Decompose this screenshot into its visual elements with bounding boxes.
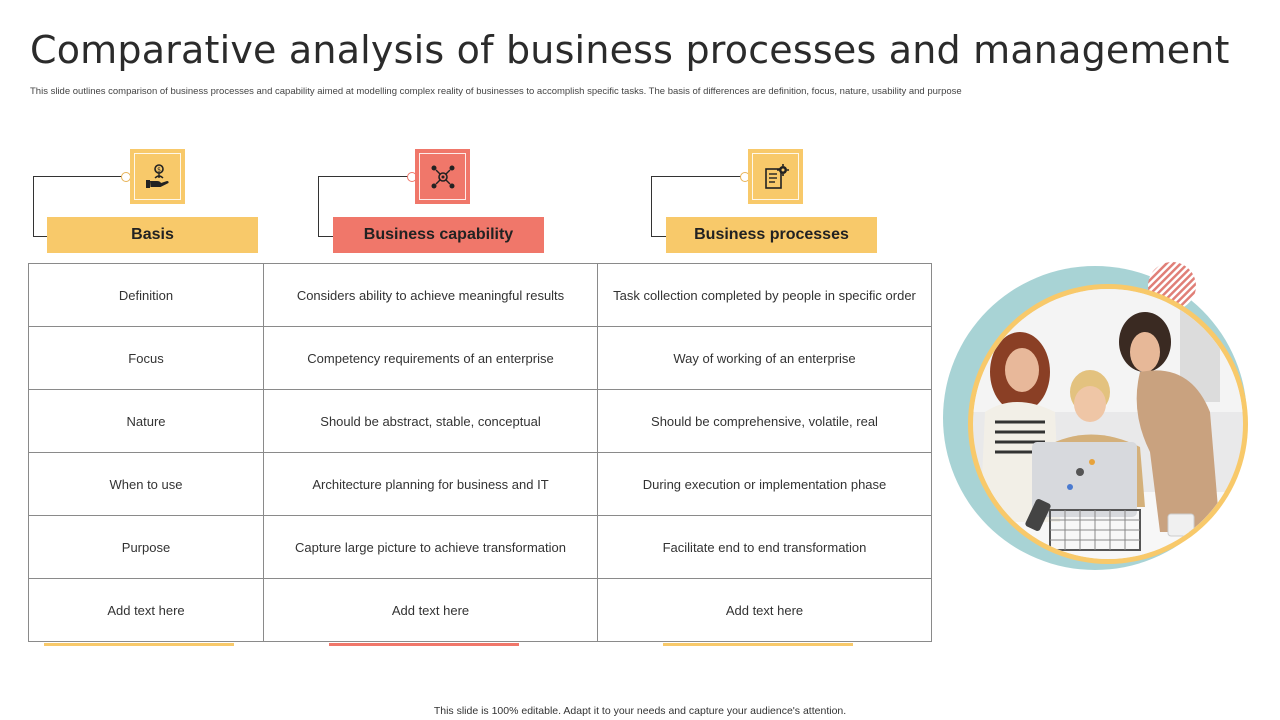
processes-cell: Add text here <box>597 578 932 642</box>
basis-icon-box: $ <box>130 149 185 204</box>
connector-line-capability <box>318 176 414 177</box>
connector-capability <box>318 176 333 237</box>
processes-cell: During execution or implementation phase <box>597 452 932 516</box>
capability-underline <box>329 643 519 646</box>
row-basis-cell: Nature <box>28 389 264 453</box>
processes-cell: Way of working of an enterprise <box>597 326 932 390</box>
basis-underline <box>44 643 234 646</box>
page-subtitle: This slide outlines comparison of busine… <box>30 86 962 97</box>
capability-cell: Add text here <box>263 578 598 642</box>
svg-text:$: $ <box>157 166 161 173</box>
processes-cell: Facilitate end to end transformation <box>597 515 932 579</box>
footer-note: This slide is 100% editable. Adapt it to… <box>433 705 847 717</box>
processes-cell: Task collection completed by people in s… <box>597 263 932 327</box>
connector-line-basis <box>33 176 129 177</box>
capability-cell: Capture large picture to achieve transfo… <box>263 515 598 579</box>
column-header-processes: Business processes <box>666 217 877 253</box>
team-photo <box>940 262 1250 572</box>
connector-line-processes <box>651 176 747 177</box>
capability-cell: Considers ability to achieve meaningful … <box>263 263 598 327</box>
processes-icon-box <box>748 149 803 204</box>
connector-processes <box>651 176 666 237</box>
column-header-capability: Business capability <box>333 217 544 253</box>
document-gear-icon <box>764 163 789 189</box>
row-basis-cell: Add text here <box>28 578 264 642</box>
processes-underline <box>663 643 853 646</box>
connector-basis <box>33 176 48 237</box>
capability-cell: Competency requirements of an enterprise <box>263 326 598 390</box>
capability-cell: Should be abstract, stable, conceptual <box>263 389 598 453</box>
page-title: Comparative analysis of business process… <box>30 28 1230 72</box>
processes-cell: Should be comprehensive, volatile, real <box>597 389 932 453</box>
row-basis-cell: Definition <box>28 263 264 327</box>
column-header-basis: Basis <box>47 217 258 253</box>
row-basis-cell: When to use <box>28 452 264 516</box>
capability-cell: Architecture planning for business and I… <box>263 452 598 516</box>
hand-coin-icon: $ <box>145 163 169 188</box>
capability-icon-box <box>415 149 470 204</box>
network-icon <box>431 165 454 188</box>
row-basis-cell: Focus <box>28 326 264 390</box>
row-basis-cell: Purpose <box>28 515 264 579</box>
